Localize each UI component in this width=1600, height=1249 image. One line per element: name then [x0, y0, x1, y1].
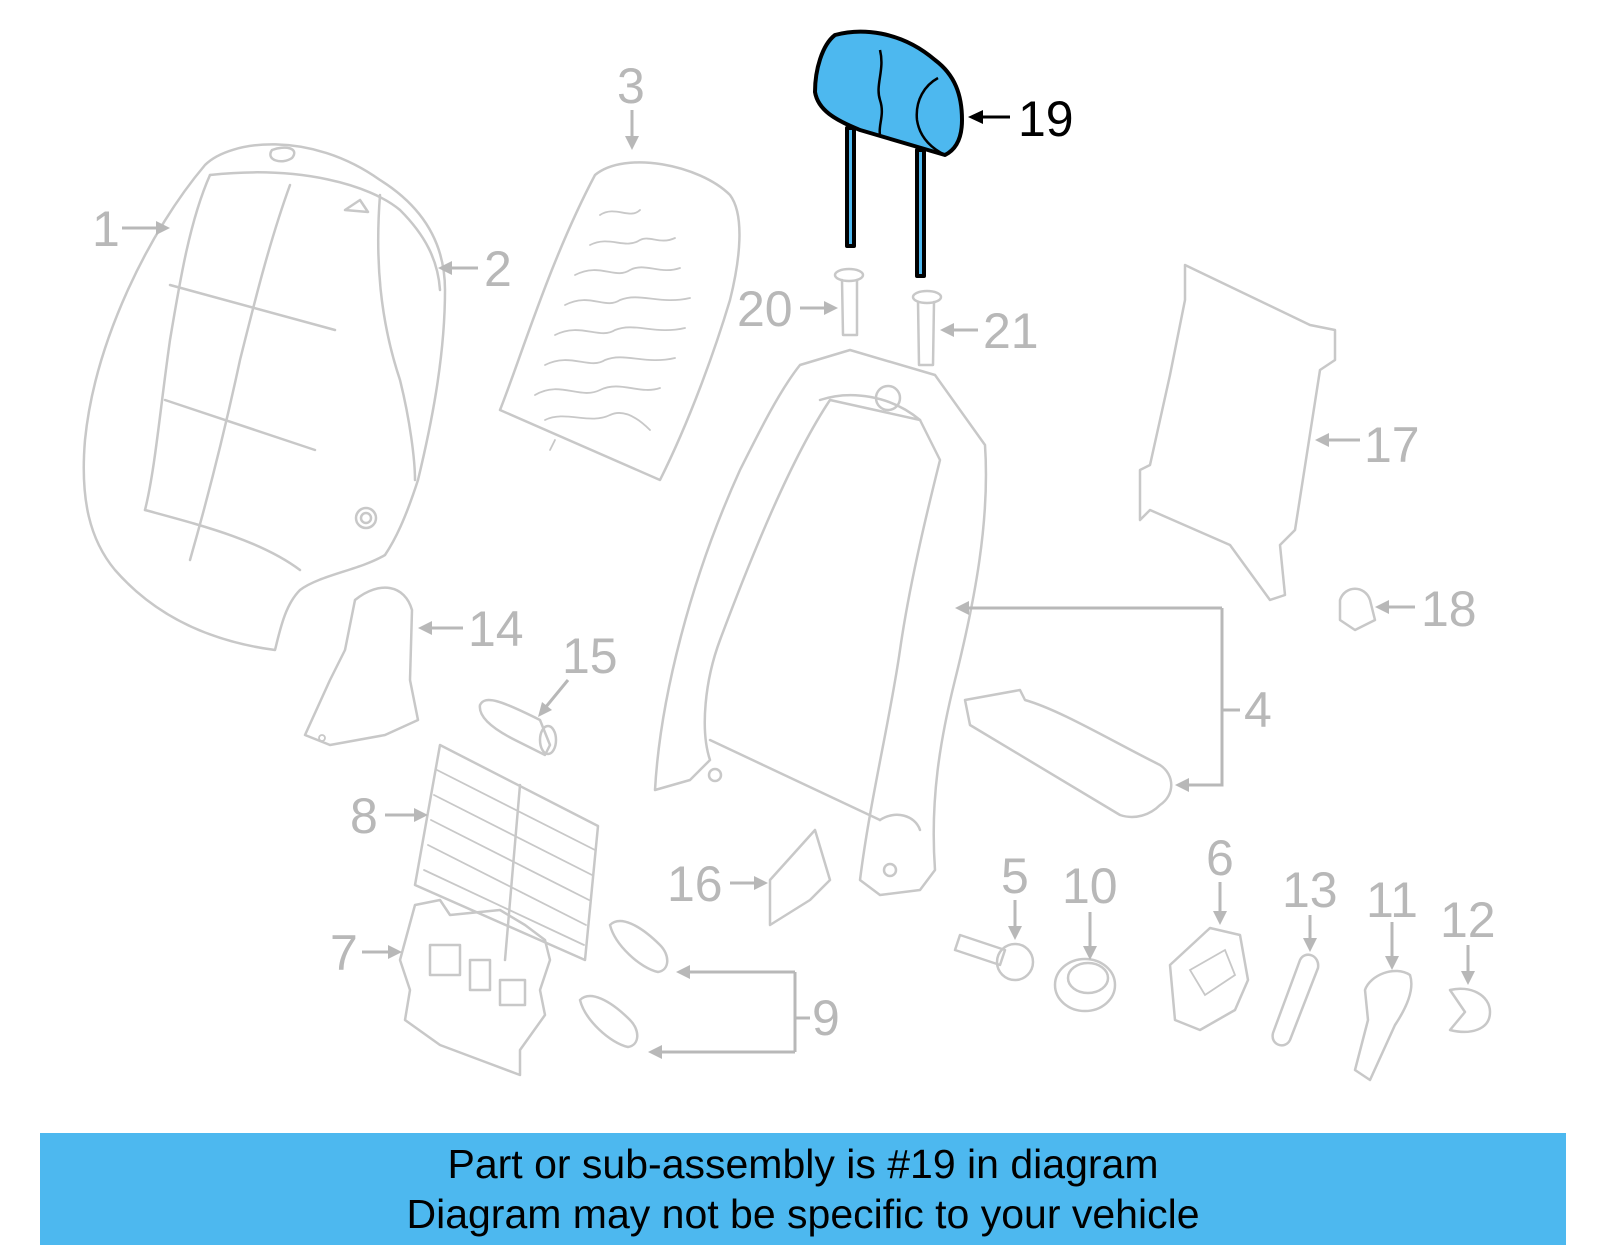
- callout-8: 8: [350, 788, 378, 844]
- callout-17: 17: [1364, 417, 1420, 473]
- callout-7: 7: [330, 925, 358, 981]
- info-banner: Part or sub-assembly is #19 in diagram D…: [40, 1133, 1566, 1245]
- callout-3: 3: [617, 58, 645, 114]
- callout-15: 15: [562, 628, 618, 684]
- callout-10: 10: [1062, 858, 1118, 914]
- headrest-body: [813, 29, 964, 157]
- callout-21: 21: [983, 303, 1039, 359]
- headrest-post-right: [915, 148, 926, 278]
- trim-cap: [1448, 987, 1492, 1034]
- callout-labels: 1 2 3 4 5 6 7 8 9 10 11 12 13 14 15 16 1…: [92, 58, 1496, 1046]
- knob-ring: [1053, 957, 1117, 1013]
- recliner-bracket: [1168, 926, 1250, 1032]
- callout-2: 2: [484, 241, 512, 297]
- callout-18: 18: [1421, 581, 1477, 637]
- push-clip: [1338, 587, 1377, 632]
- headrest-guide-right: [911, 289, 943, 367]
- banner-line-part: Part or sub-assembly is #19 in diagram: [447, 1141, 1159, 1187]
- callout-20: 20: [737, 281, 793, 337]
- callout-1: 1: [92, 201, 120, 257]
- callout-6: 6: [1206, 830, 1234, 886]
- back-panel: [1138, 263, 1337, 602]
- seat-back-cover: [82, 143, 447, 652]
- seat-back-frame: [653, 348, 1173, 897]
- callout-13: 13: [1282, 862, 1338, 918]
- callout-4: 4: [1244, 682, 1272, 738]
- spring-upper: [608, 919, 669, 974]
- banner-line-disclaimer: Diagram may not be specific to your vehi…: [406, 1191, 1200, 1237]
- side-cover: [303, 586, 420, 747]
- headrest: [813, 29, 964, 278]
- lumbar-plate: [398, 898, 552, 1077]
- spring-lower: [578, 994, 639, 1049]
- callout-19: 19: [1018, 91, 1074, 147]
- callout-14: 14: [468, 601, 524, 657]
- lower-bracket: [768, 828, 832, 927]
- callout-12: 12: [1440, 892, 1496, 948]
- callout-16: 16: [667, 856, 723, 912]
- leader-19: [968, 110, 1010, 124]
- headrest-guide-left: [833, 267, 865, 337]
- headrest-post-left: [845, 126, 856, 248]
- callout-5: 5: [1001, 848, 1029, 904]
- seat-back-pad: [498, 161, 741, 482]
- recline-lever: [1353, 969, 1413, 1082]
- lumbar-support-mesh: [413, 743, 600, 962]
- bolt: [953, 933, 1035, 982]
- guide-pin: [478, 698, 558, 757]
- callout-11: 11: [1366, 872, 1418, 928]
- handle-trim: [1271, 953, 1320, 1047]
- leader-lines: [122, 110, 1475, 1059]
- callout-9: 9: [812, 990, 840, 1046]
